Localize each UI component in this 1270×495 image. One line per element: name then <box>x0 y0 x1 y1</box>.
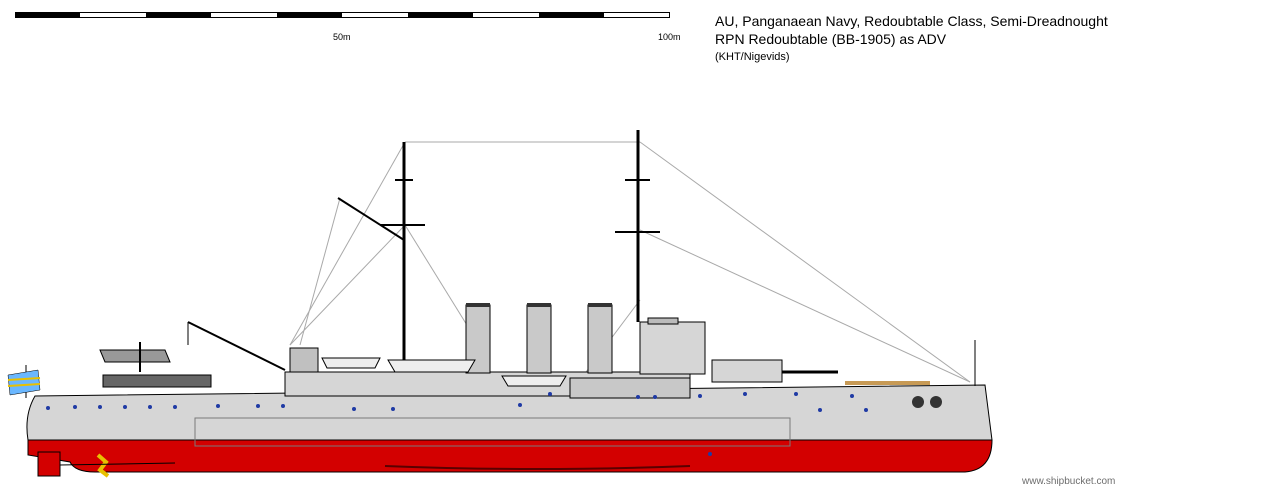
title-line-2: RPN Redoubtable (BB-1905) as ADV <box>715 31 947 47</box>
anchor-1 <box>912 396 924 408</box>
boat-2 <box>387 359 476 373</box>
bridge-top <box>647 317 679 325</box>
funnel-cap-3 <box>588 303 612 307</box>
title-block: AU, Panganaean Navy, Redoubtable Class, … <box>715 12 1108 64</box>
crane-jib <box>187 321 286 371</box>
scale-mid-label: 50m <box>333 32 351 42</box>
bilge-keel <box>384 465 691 470</box>
forward-gun-mount <box>289 347 319 373</box>
funnel-3 <box>587 304 613 374</box>
anchor-2 <box>930 396 942 408</box>
boat-3 <box>501 375 567 387</box>
scale-bar: 50m 100m <box>15 12 681 42</box>
main-turret <box>711 359 783 383</box>
ensign-stripes <box>7 377 41 387</box>
title-line-1: AU, Panganaean Navy, Redoubtable Class, … <box>715 13 1108 29</box>
boat-1 <box>321 357 381 369</box>
propeller <box>96 453 110 478</box>
aircraft-platform <box>102 374 212 388</box>
prop-shaft <box>59 462 176 466</box>
portholes <box>46 392 868 456</box>
deck-planking <box>845 381 930 385</box>
watermark: www.shipbucket.com <box>1022 476 1116 487</box>
rudder <box>37 451 61 477</box>
ensign-flag <box>7 369 41 396</box>
funnel-cap-2 <box>527 303 551 307</box>
armor-belt <box>194 417 791 447</box>
funnel-2 <box>526 304 552 374</box>
credit-line: (KHT/Nigevids) <box>715 51 790 63</box>
casemate <box>569 377 691 399</box>
lower-hull <box>27 439 993 473</box>
scale-bar-graphic <box>15 12 670 18</box>
scale-end-label: 100m <box>658 32 681 42</box>
boat-derrick <box>337 197 405 241</box>
rigging <box>289 141 971 383</box>
upper-hull <box>26 384 993 441</box>
bridge <box>639 321 706 375</box>
funnel-cap-1 <box>466 303 490 307</box>
seaplane <box>99 349 171 363</box>
